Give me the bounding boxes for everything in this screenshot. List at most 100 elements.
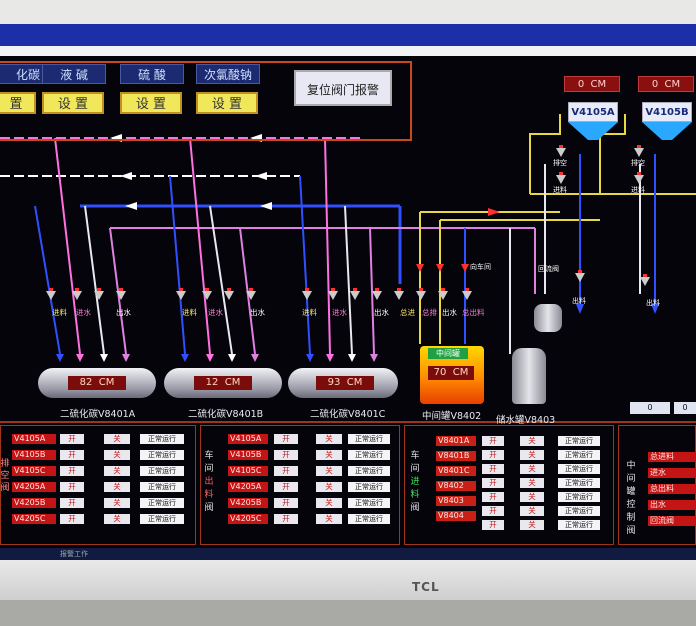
- p1-close-button-0[interactable]: 关: [104, 434, 130, 444]
- p2-close-button-1[interactable]: 关: [316, 450, 342, 460]
- valve-g1-2[interactable]: [94, 288, 104, 300]
- p1-close-button-2[interactable]: 关: [104, 466, 130, 476]
- valve-g1-label-2: 出水: [116, 308, 131, 317]
- p2-close-button-2[interactable]: 关: [316, 466, 342, 476]
- reset-valve-alarm-button[interactable]: 复位阀门报警: [294, 70, 392, 106]
- p4-tag-1[interactable]: 进水: [648, 468, 696, 478]
- valve-g4-label-1: 总排: [422, 308, 437, 317]
- p1-close-button-5[interactable]: 关: [104, 514, 130, 524]
- set-button-sulfuric-acid[interactable]: 设 置: [120, 92, 182, 114]
- p3-open-button-5[interactable]: 开: [482, 506, 504, 516]
- p4-tag-2[interactable]: 总出料: [648, 484, 696, 494]
- v4105a-level-readout: 0 CM: [564, 76, 620, 92]
- p3-status-5: 正常运行: [558, 506, 600, 516]
- p2-tag-4: V4205B: [228, 498, 268, 508]
- valve-out-a[interactable]: [575, 270, 585, 282]
- valve-g4-1[interactable]: [416, 288, 426, 300]
- valve-g4-3[interactable]: [462, 288, 472, 300]
- valve-g2-label-0: 进料: [182, 308, 197, 317]
- p3-open-button-3[interactable]: 开: [482, 478, 504, 488]
- valve-out-b-label: 出料: [646, 299, 660, 307]
- p1-open-button-5[interactable]: 开: [60, 514, 84, 524]
- p1-close-button-4[interactable]: 关: [104, 498, 130, 508]
- valve-g1-1[interactable]: [72, 288, 82, 300]
- p2-close-button-4[interactable]: 关: [316, 498, 342, 508]
- valve-g3-3[interactable]: [372, 288, 382, 300]
- p2-status-2: 正常运行: [348, 466, 390, 476]
- p1-close-button-3[interactable]: 关: [104, 482, 130, 492]
- set-button-carbon[interactable]: 置: [0, 92, 36, 114]
- p3-close-button-4[interactable]: 关: [520, 492, 544, 502]
- p4-tag-3[interactable]: 出水: [648, 500, 696, 510]
- valve-g3-1[interactable]: [328, 288, 338, 300]
- p2-open-button-5[interactable]: 开: [274, 514, 298, 524]
- p3-close-button-6[interactable]: 关: [520, 520, 544, 530]
- p3-close-button-2[interactable]: 关: [520, 464, 544, 474]
- v4105b-level-readout: 0 CM: [638, 76, 694, 92]
- tank-v4105b[interactable]: V4105B: [642, 102, 692, 122]
- p3-tag-2: V8401C: [436, 466, 476, 476]
- p3-open-button-0[interactable]: 开: [482, 436, 504, 446]
- p3-open-button-1[interactable]: 开: [482, 450, 504, 460]
- p3-open-button-6[interactable]: 开: [482, 520, 504, 530]
- valve-g3-2[interactable]: [350, 288, 360, 300]
- p4-side-label-3: 控: [626, 500, 636, 510]
- p2-close-button-0[interactable]: 关: [316, 434, 342, 444]
- vessel-v8401b-readout: 12 CM: [194, 376, 252, 390]
- valve-g2-0[interactable]: [176, 288, 186, 300]
- p1-close-button-1[interactable]: 关: [104, 450, 130, 460]
- p1-tag-1: V4105B: [12, 450, 56, 460]
- valve-out-b[interactable]: [640, 274, 650, 286]
- p2-open-button-0[interactable]: 开: [274, 434, 298, 444]
- return-tank[interactable]: [534, 304, 562, 332]
- set-button-hypochlorite[interactable]: 设 置: [196, 92, 258, 114]
- p1-open-button-0[interactable]: 开: [60, 434, 84, 444]
- valve-g3-0[interactable]: [302, 288, 312, 300]
- p1-open-button-1[interactable]: 开: [60, 450, 84, 460]
- p2-open-button-3[interactable]: 开: [274, 482, 298, 492]
- p4-tag-4[interactable]: 回流阀: [648, 516, 696, 526]
- chemical-label-hypochlorite: 次氯酸钠: [196, 64, 260, 84]
- p2-tag-2: V4105C: [228, 466, 268, 476]
- p3-close-button-3[interactable]: 关: [520, 478, 544, 488]
- valve-drain-b-label: 排空: [631, 159, 645, 167]
- valve-g2-1[interactable]: [202, 288, 212, 300]
- p3-side-label-2: 进: [410, 477, 420, 487]
- p4-side-label-0: 中: [626, 461, 636, 471]
- p3-close-button-5[interactable]: 关: [520, 506, 544, 516]
- storage-tank-v8403[interactable]: [512, 348, 546, 404]
- valve-g2-2[interactable]: [224, 288, 234, 300]
- valve-g4-0[interactable]: [394, 288, 404, 300]
- vessel-v8401c-readout: 93 CM: [316, 376, 374, 390]
- p3-open-button-4[interactable]: 开: [482, 492, 504, 502]
- p3-status-0: 正常运行: [558, 436, 600, 446]
- p4-side-label-5: 阀: [626, 526, 636, 536]
- valve-g1-3[interactable]: [116, 288, 126, 300]
- p1-open-button-3[interactable]: 开: [60, 482, 84, 492]
- p2-open-button-2[interactable]: 开: [274, 466, 298, 476]
- valve-feed-b[interactable]: [634, 172, 644, 184]
- p2-side-label-1: 间: [204, 464, 214, 474]
- p2-open-button-4[interactable]: 开: [274, 498, 298, 508]
- p1-open-button-4[interactable]: 开: [60, 498, 84, 508]
- valve-g2-3[interactable]: [246, 288, 256, 300]
- monitor-brand-logo: TCL: [412, 580, 440, 594]
- valve-drain-a[interactable]: [556, 145, 566, 157]
- valve-drain-b[interactable]: [634, 145, 644, 157]
- p4-side-label-1: 间: [626, 474, 636, 484]
- valve-g1-0[interactable]: [46, 288, 56, 300]
- tank-v4105a[interactable]: V4105A: [568, 102, 618, 122]
- set-button-lye[interactable]: 设 置: [42, 92, 104, 114]
- valve-g3-label-1: 进水: [332, 308, 347, 317]
- valve-g4-2[interactable]: [438, 288, 448, 300]
- p1-open-button-2[interactable]: 开: [60, 466, 84, 476]
- p2-status-5: 正常运行: [348, 514, 390, 524]
- p3-close-button-0[interactable]: 关: [520, 436, 544, 446]
- p2-close-button-3[interactable]: 关: [316, 482, 342, 492]
- p2-close-button-5[interactable]: 关: [316, 514, 342, 524]
- p2-open-button-1[interactable]: 开: [274, 450, 298, 460]
- valve-feed-a[interactable]: [556, 172, 566, 184]
- p3-close-button-1[interactable]: 关: [520, 450, 544, 460]
- p4-tag-0[interactable]: 总进料: [648, 452, 696, 462]
- p3-open-button-2[interactable]: 开: [482, 464, 504, 474]
